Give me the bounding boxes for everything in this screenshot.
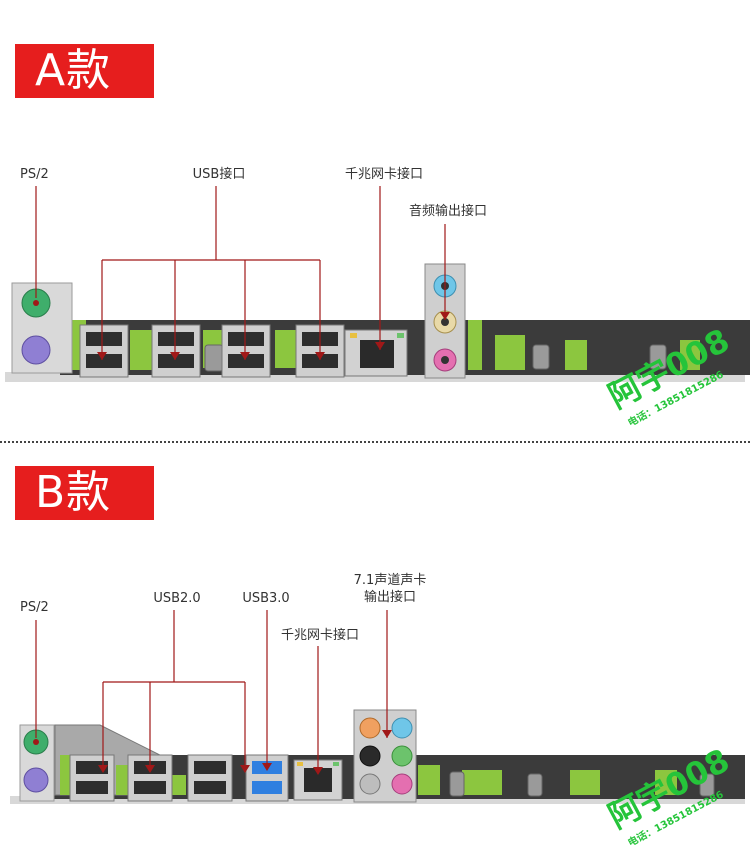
b-audio-label: 7.1声道声卡 输出接口 <box>354 572 427 606</box>
a-rear-panel-diagram <box>5 186 750 382</box>
a-lan-port <box>344 329 408 377</box>
a-audio-label: 音频输出接口 <box>408 204 488 219</box>
a-capacitors <box>204 344 667 372</box>
b-pointer-lines <box>35 610 388 774</box>
b-usb2-port <box>69 754 115 802</box>
b-capacitors <box>449 771 715 797</box>
b-usb2-label: USB2.0 <box>153 591 201 606</box>
variant-a-badge: A款 <box>15 44 154 98</box>
a-usb-port <box>221 324 271 378</box>
a-audio-jacks <box>424 263 466 379</box>
a-usb-port <box>79 324 129 378</box>
variant-b-badge: B款 <box>15 466 154 520</box>
a-ps2-label: PS/2 <box>20 167 49 182</box>
a-pointer-arrows <box>97 312 450 360</box>
b-usb2-port <box>187 754 233 802</box>
b-green-headers <box>60 755 677 795</box>
a-lan-label: 千兆网卡接口 <box>344 167 424 182</box>
b-usb3-label: USB3.0 <box>242 591 290 606</box>
b-ps2-connector <box>19 724 55 802</box>
a-ps2-connector <box>11 282 73 374</box>
b-lan-label: 千兆网卡接口 <box>280 628 360 643</box>
b-ps2-label: PS/2 <box>20 600 49 615</box>
b-audio-jacks <box>353 709 417 803</box>
a-pcb-edge <box>5 372 745 382</box>
b-pointer-arrows <box>98 730 392 775</box>
b-audio-label-line2: 输出接口 <box>363 590 416 605</box>
a-pointer-lines <box>35 186 446 360</box>
b-audio-label-line1: 7.1声道声卡 <box>353 573 427 588</box>
a-usb-label: USB接口 <box>192 167 246 182</box>
b-rear-panel-diagram <box>10 610 745 804</box>
a-usb-port <box>151 324 201 378</box>
section-divider <box>0 441 750 443</box>
